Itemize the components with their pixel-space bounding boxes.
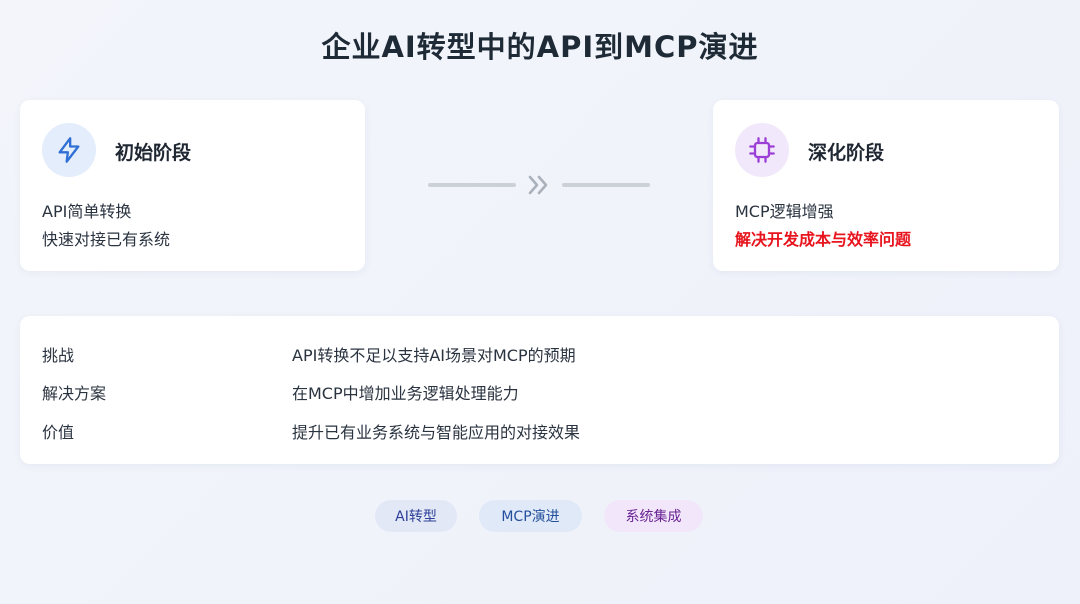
stage-card-initial: 初始阶段 API简单转换 快速对接已有系统 xyxy=(20,100,365,271)
stage-card-deepened: 深化阶段 MCP逻辑增强 解决开发成本与效率问题 xyxy=(713,100,1059,271)
page-title: 企业AI转型中的API到MCP演进 xyxy=(321,30,759,64)
connector-line xyxy=(428,183,516,187)
stage-connector xyxy=(428,170,650,200)
stage-highlight-line: 解决开发成本与效率问题 xyxy=(735,230,912,249)
tag-system-integration: 系统集成 xyxy=(604,500,703,532)
detail-label: 解决方案 xyxy=(42,384,107,403)
stage-description-line: 快速对接已有系统 xyxy=(42,230,171,249)
detail-value: API转换不足以支持AI场景对MCP的预期 xyxy=(292,346,576,365)
lightning-icon xyxy=(42,123,96,177)
detail-label: 挑战 xyxy=(42,346,75,365)
chip-icon xyxy=(735,123,789,177)
stage-name: 深化阶段 xyxy=(808,142,885,164)
detail-value: 在MCP中增加业务逻辑处理能力 xyxy=(292,384,519,403)
tag-ai-transformation: AI转型 xyxy=(375,500,457,532)
double-chevron-right-icon xyxy=(528,175,548,195)
stage-description-line: MCP逻辑增强 xyxy=(735,202,834,221)
detail-value: 提升已有业务系统与智能应用的对接效果 xyxy=(292,423,581,442)
stage-description-line: API简单转换 xyxy=(42,202,132,221)
detail-label: 价值 xyxy=(42,423,75,442)
stage-name: 初始阶段 xyxy=(115,142,192,164)
tag-mcp-evolution: MCP演进 xyxy=(479,500,582,532)
details-card: 挑战 API转换不足以支持AI场景对MCP的预期 解决方案 在MCP中增加业务逻… xyxy=(20,316,1059,464)
connector-line xyxy=(562,183,650,187)
